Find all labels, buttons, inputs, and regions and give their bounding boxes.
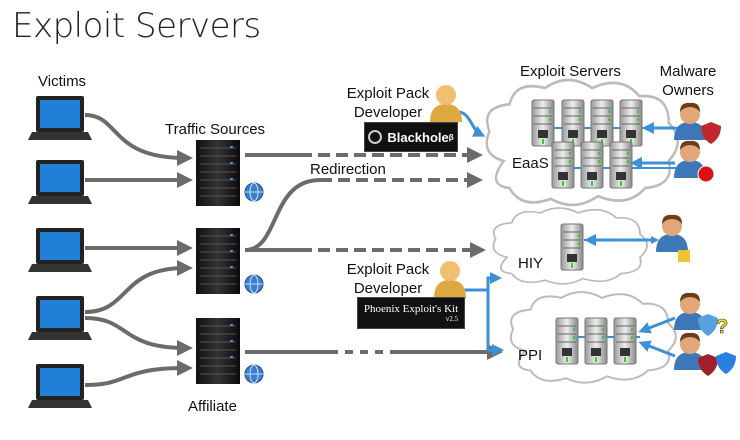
shield-blue-icon bbox=[716, 352, 736, 374]
globe-icon bbox=[244, 182, 264, 202]
link-victim1-source1 bbox=[84, 113, 193, 166]
page-title: Exploit Servers bbox=[12, 6, 261, 46]
traffic-sources-label: Traffic Sources bbox=[165, 121, 266, 138]
owner-links bbox=[457, 110, 676, 358]
traffic-sources bbox=[195, 139, 264, 385]
shield-red-icon bbox=[698, 354, 718, 376]
shield-red-icon bbox=[701, 122, 721, 144]
phoenix-logo: Phoenix Exploit's Kit v2.5 bbox=[357, 297, 465, 329]
malware-owner-icon bbox=[674, 102, 706, 140]
developer-label: Exploit Pack Developer bbox=[346, 261, 430, 297]
link-developer-eaas bbox=[457, 110, 486, 137]
victims-label: Victims bbox=[38, 73, 87, 90]
cloud-label-eaas: EaaS bbox=[512, 155, 549, 172]
globe-icon bbox=[244, 364, 264, 384]
victims bbox=[28, 96, 92, 408]
server-icon bbox=[531, 99, 555, 147]
server-icon bbox=[613, 317, 637, 365]
server-icon bbox=[590, 99, 614, 147]
victim-links bbox=[84, 113, 193, 387]
globe-icon bbox=[244, 274, 264, 294]
cloud-label-ppi: PPI bbox=[518, 347, 543, 364]
exploit-servers-label: Exploit Servers bbox=[520, 63, 621, 80]
server-icon bbox=[560, 223, 584, 271]
laptop-icon bbox=[28, 364, 92, 408]
developer-icon bbox=[434, 261, 466, 298]
blackhole-sup: β bbox=[448, 132, 454, 142]
link-victim5-source3 bbox=[84, 360, 193, 387]
link-developer-ppi bbox=[462, 288, 504, 356]
redirection-label: Redirection bbox=[310, 161, 386, 178]
blackhole-ring-icon bbox=[368, 130, 383, 144]
server-icon bbox=[619, 99, 643, 147]
server-icon bbox=[609, 141, 633, 189]
laptop-icon bbox=[28, 228, 92, 272]
server-icon bbox=[551, 141, 575, 189]
link-developer-hiy bbox=[486, 272, 502, 290]
link-victim4-source2 bbox=[84, 260, 193, 314]
shield-blue-icon bbox=[698, 314, 718, 336]
error-icon bbox=[697, 165, 715, 183]
developer-label: Exploit Pack Developer bbox=[346, 85, 430, 121]
phoenix-name: Phoenix Exploit's Kit bbox=[363, 303, 459, 315]
windows-shield-icon bbox=[678, 250, 690, 262]
affiliate-label: Affiliate bbox=[188, 398, 237, 415]
phoenix-version: v2.5 bbox=[445, 315, 458, 323]
laptop-icon bbox=[28, 96, 92, 140]
laptop-icon bbox=[28, 160, 92, 204]
laptop-icon bbox=[28, 296, 92, 340]
question-icon: ? bbox=[716, 316, 728, 338]
server-icon bbox=[580, 141, 604, 189]
server-icon bbox=[561, 99, 585, 147]
link-victim4-source3 bbox=[84, 316, 193, 356]
server-icon bbox=[555, 317, 579, 365]
server-rack-icon bbox=[195, 139, 241, 207]
blackhole-name: Blackhole bbox=[387, 129, 449, 145]
server-icon bbox=[584, 317, 608, 365]
malware-owners-label: Malware Owners bbox=[659, 63, 717, 99]
server-rack-icon bbox=[195, 227, 241, 295]
malware-owner-icon bbox=[656, 214, 688, 252]
cloud-label-hiy: HIY bbox=[518, 255, 544, 272]
server-rack-icon bbox=[195, 317, 241, 385]
redirection-links bbox=[244, 147, 503, 360]
ppi-servers bbox=[555, 317, 640, 365]
